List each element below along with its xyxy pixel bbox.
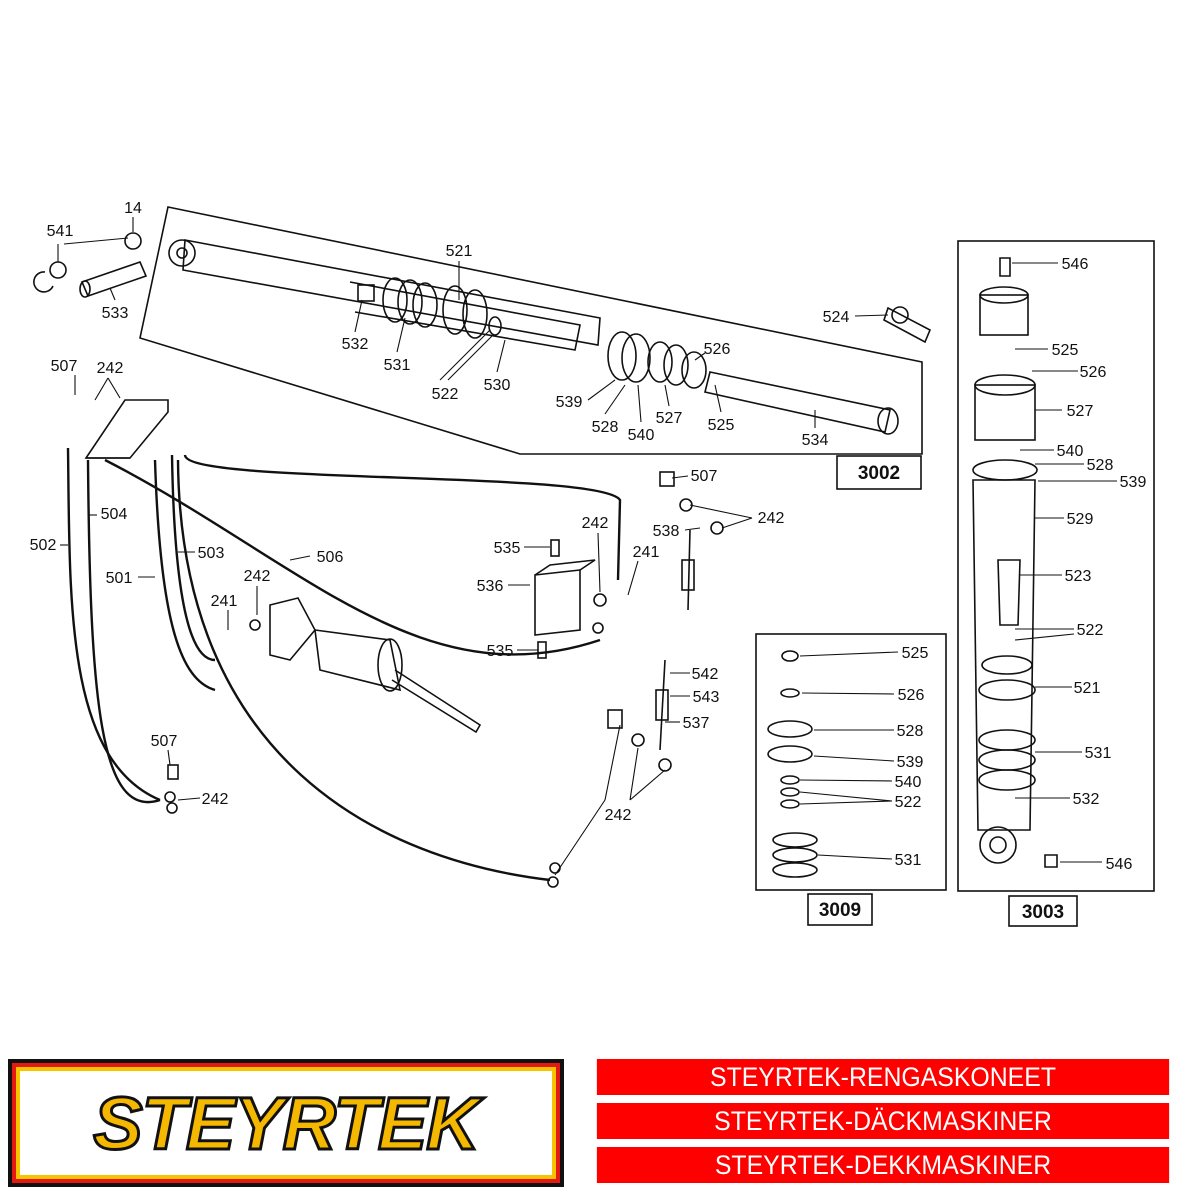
part-label: 242 <box>97 360 124 377</box>
part-label: 523 <box>1065 568 1092 585</box>
steyrtek-logo: STEYRTEK <box>8 1059 564 1187</box>
part-label: 532 <box>342 336 369 353</box>
valve-block <box>534 539 596 659</box>
part-label: 502 <box>30 537 57 554</box>
part-label: 538 <box>653 523 680 540</box>
assembly-3003-label: 3003 <box>1022 902 1064 923</box>
part-label: 242 <box>582 515 609 532</box>
part-label: 521 <box>1074 680 1101 697</box>
part-label: 541 <box>47 223 74 240</box>
fittings <box>164 471 724 888</box>
part-label: 531 <box>384 357 411 374</box>
part-label: 540 <box>628 427 655 444</box>
seal-kit <box>767 650 818 878</box>
assembly-3003-frame <box>957 240 1155 892</box>
part-label: 532 <box>1073 791 1100 808</box>
part-label: 542 <box>692 666 719 683</box>
part-label: 504 <box>101 506 128 523</box>
part-label: 539 <box>1120 474 1147 491</box>
part-label: 540 <box>1057 443 1084 460</box>
part-label: 529 <box>1067 511 1094 528</box>
part-label: 524 <box>823 309 850 326</box>
assembly-3009-label: 3009 <box>819 900 861 921</box>
part-label: 242 <box>244 568 271 585</box>
part-label: 533 <box>102 305 129 322</box>
assembly-3002-frame <box>139 206 923 455</box>
part-label: 526 <box>1080 364 1107 381</box>
part-label: 241 <box>633 544 660 561</box>
part-label: 543 <box>693 689 720 706</box>
part-label: 546 <box>1106 856 1133 873</box>
part-label: 528 <box>897 723 924 740</box>
part-label: 531 <box>895 852 922 869</box>
part-label: 522 <box>1077 622 1104 639</box>
part-label: 535 <box>494 540 521 557</box>
part-label: 506 <box>317 549 344 566</box>
pin-and-clips <box>33 232 932 344</box>
leader-lines <box>57 217 1117 876</box>
footer: STEYRTEK STEYRTEK-RENGASKONEET STEYRTEK-… <box>0 1055 1200 1195</box>
piston-parts <box>357 277 899 435</box>
assembly-3009-frame <box>755 633 947 891</box>
hoses <box>66 447 622 882</box>
banner-norwegian: STEYRTEK-DEKKMASKINER <box>596 1147 1170 1183</box>
part-label: 537 <box>683 715 710 732</box>
side-cylinder <box>269 597 482 734</box>
part-label: 501 <box>106 570 133 587</box>
banner-list: STEYRTEK-RENGASKONEET STEYRTEK-DÄCKMASKI… <box>572 1059 1194 1191</box>
part-label: 503 <box>198 545 225 562</box>
part-label: 525 <box>902 645 929 662</box>
part-label: 522 <box>895 794 922 811</box>
part-label: 242 <box>605 807 632 824</box>
part-label: 528 <box>592 419 619 436</box>
vertical-cylinder <box>972 257 1058 868</box>
part-label: 534 <box>802 432 829 449</box>
part-label: 546 <box>1062 256 1089 273</box>
assembly-3009-box <box>807 893 873 926</box>
assembly-3003-box <box>1008 895 1078 927</box>
part-label: 535 <box>487 643 514 660</box>
part-label: 536 <box>477 578 504 595</box>
part-label: 521 <box>446 243 473 260</box>
part-label: 526 <box>898 687 925 704</box>
part-label: 242 <box>202 791 229 808</box>
part-label: 525 <box>708 417 735 434</box>
part-label: 540 <box>895 774 922 791</box>
part-label: 530 <box>484 377 511 394</box>
manifold-block <box>84 399 169 459</box>
part-label: 522 <box>432 386 459 403</box>
part-label: 241 <box>211 593 238 610</box>
part-label: 539 <box>556 394 583 411</box>
logo-text: STEYRTEK <box>92 1080 481 1166</box>
part-label: 531 <box>1085 745 1112 762</box>
part-label: 527 <box>656 410 683 427</box>
part-label: 527 <box>1067 403 1094 420</box>
part-label: 528 <box>1087 457 1114 474</box>
part-label: 242 <box>758 510 785 527</box>
assembly-3002-box <box>836 455 922 490</box>
banner-finnish: STEYRTEK-RENGASKONEET <box>596 1059 1170 1095</box>
drawing <box>33 206 1155 927</box>
cylinder-barrel <box>168 239 601 351</box>
part-label: 526 <box>704 341 731 358</box>
part-label: 507 <box>691 468 718 485</box>
part-label: 539 <box>897 754 924 771</box>
part-label: 525 <box>1052 342 1079 359</box>
part-label: 507 <box>51 358 78 375</box>
part-label: 14 <box>124 200 142 217</box>
assembly-3002-label: 3002 <box>858 463 900 484</box>
banner-swedish: STEYRTEK-DÄCKMASKINER <box>596 1103 1170 1139</box>
parts-diagram: 1454153352153253152253053952854052752652… <box>30 200 1155 927</box>
part-label: 507 <box>151 733 178 750</box>
